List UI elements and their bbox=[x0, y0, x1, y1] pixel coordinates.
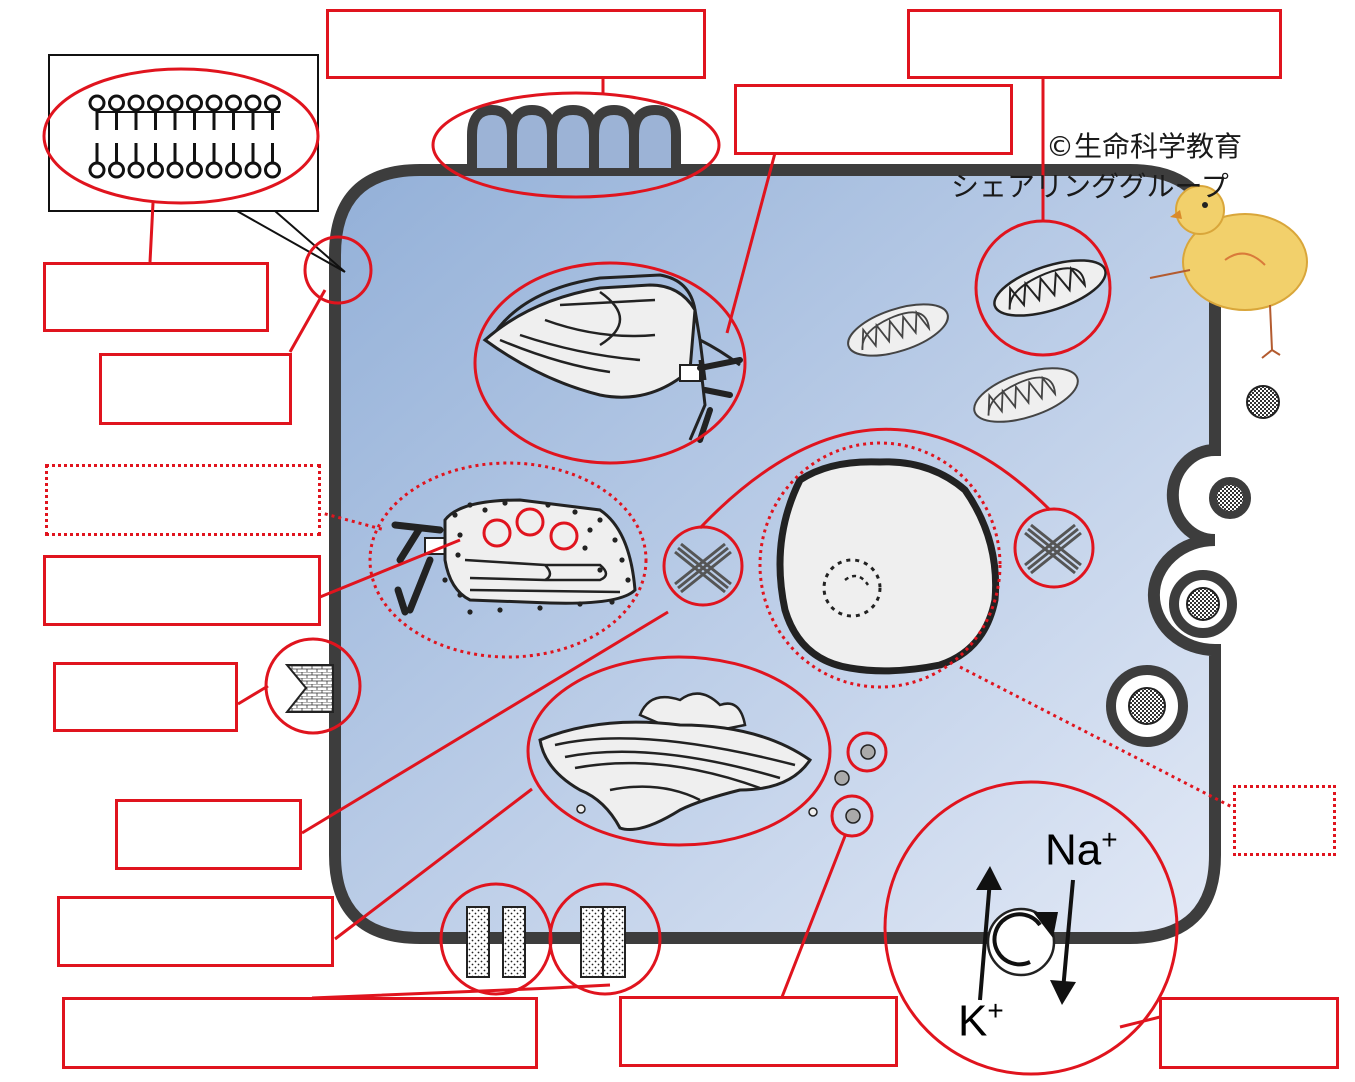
answer-box-channels[interactable] bbox=[62, 997, 538, 1069]
credit-line-1: ©生命科学教育 bbox=[1046, 130, 1243, 163]
callout-markers bbox=[42, 67, 1179, 1076]
na-arrow bbox=[1061, 879, 1075, 991]
ribosome-dots bbox=[442, 500, 631, 615]
answer-box-smooth-er[interactable] bbox=[734, 84, 1013, 155]
k-ion-label: K+ bbox=[958, 997, 1004, 1044]
answer-box-lipid-bilayer[interactable] bbox=[43, 262, 269, 332]
answer-box-microvilli[interactable] bbox=[326, 9, 706, 79]
answer-box-nucleus[interactable] bbox=[1233, 785, 1336, 856]
answer-box-rough-er[interactable] bbox=[45, 464, 321, 536]
answer-box-vesicle[interactable] bbox=[619, 996, 898, 1067]
answer-box-cytoskeleton[interactable] bbox=[115, 799, 302, 870]
na-ion-label: Na+ bbox=[1045, 826, 1118, 873]
cytoskeleton bbox=[674, 523, 1082, 594]
golgi-apparatus bbox=[538, 692, 818, 832]
answer-box-cell-membrane[interactable] bbox=[99, 353, 292, 425]
secretory-vesicles bbox=[834, 744, 876, 824]
answer-box-golgi[interactable] bbox=[57, 896, 334, 967]
closed-channel-right bbox=[602, 906, 626, 978]
open-channel-left bbox=[466, 906, 490, 978]
answer-box-mitochondria[interactable] bbox=[907, 9, 1282, 79]
answer-box-pump[interactable] bbox=[1159, 997, 1339, 1069]
answer-box-junction[interactable] bbox=[53, 662, 238, 732]
nucleus bbox=[776, 458, 1000, 675]
answer-box-ribosome[interactable] bbox=[43, 555, 321, 626]
lipid-bilayer-callout bbox=[48, 54, 346, 273]
rough-er bbox=[391, 498, 637, 616]
microvilli bbox=[467, 105, 681, 173]
open-channel-right bbox=[502, 906, 526, 978]
k-arrow bbox=[978, 879, 992, 1001]
endocytosis-vesicle-1 bbox=[1246, 385, 1280, 419]
k-symbol: K bbox=[958, 996, 988, 1046]
k-charge: + bbox=[987, 995, 1004, 1026]
nucleolus bbox=[822, 558, 882, 618]
na-symbol: Na bbox=[1045, 825, 1102, 875]
smooth-er bbox=[482, 273, 743, 443]
closed-channel-left bbox=[580, 906, 604, 978]
na-charge: + bbox=[1101, 824, 1118, 855]
endocytosis-vesicle-2 bbox=[1209, 477, 1251, 519]
mitochondria bbox=[847, 259, 1107, 423]
credit-line-2: シェアリンググループ bbox=[951, 170, 1229, 203]
cell-junction bbox=[284, 664, 334, 713]
sodium-potassium-pump bbox=[976, 866, 1076, 1005]
membrane-channels bbox=[466, 906, 626, 978]
phospholipid-icons bbox=[88, 94, 281, 179]
dotted-callouts bbox=[317, 441, 1233, 809]
chick-doodle bbox=[1149, 185, 1308, 359]
